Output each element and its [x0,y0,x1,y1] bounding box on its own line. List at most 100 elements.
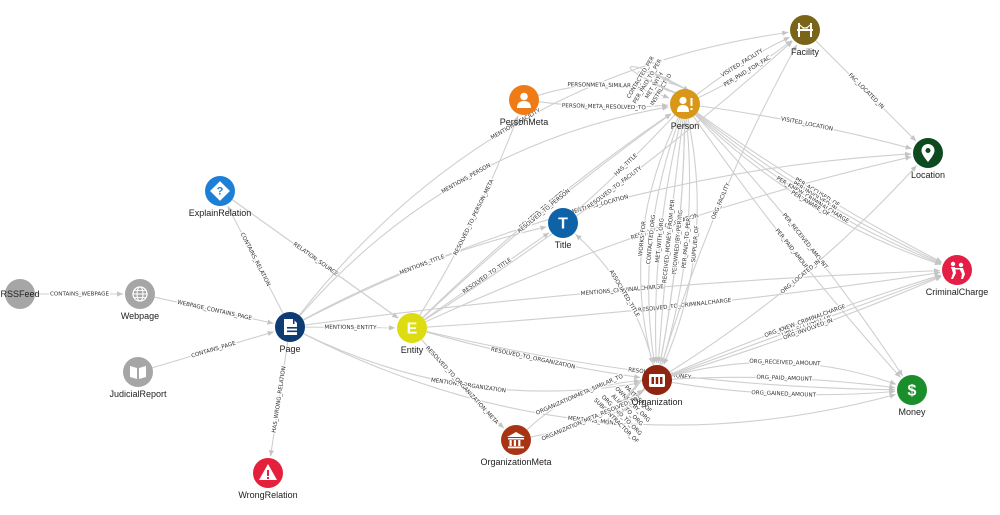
edge-line [653,118,682,364]
edge-label: VISITED_LOCATION [780,116,833,132]
node-circle [942,255,972,285]
edge-mentions-criminalcharge[interactable]: MENTIONS_CRIMINALCHARGEMENTIONS_CRIMINAL… [304,268,941,326]
edge-per-knew-criminalcharge[interactable]: PER_KNEW_CRIMINALCHARGEPER_KNEW_CRIMINAL… [695,113,942,265]
edge-label: ORG_PAID_AMOUNT [756,375,813,383]
edge-label-halo: PERSONMETA_SIMILAR_TO [567,82,642,89]
edge-label: HAS_WRONG_RELATION [272,366,288,433]
svg-text:T: T [558,216,568,233]
edge-line [304,268,941,326]
edge-line [693,116,901,378]
person-alert-icon [677,96,693,112]
edge-label: CONTACTED_ORG [646,214,657,264]
edge-label: OWNED_BY_PER [673,220,684,266]
node-label: CriminalCharge [926,287,989,297]
node-page[interactable]: Page [275,312,305,354]
node-label: WrongRelation [238,490,297,500]
edge-label: MENTIONS_ENTITY [324,325,377,331]
node-label: Location [911,170,945,180]
node-circle [5,279,35,309]
bank-icon [507,432,525,449]
edge-line [696,112,943,263]
edge-line [656,118,684,364]
edge-label-halo: MENTIONS_ENTITY [324,325,377,331]
node-organization-meta[interactable]: OrganizationMeta [480,425,552,467]
edge-line [299,105,669,317]
arrest-icon [950,261,965,279]
edge-line [154,296,274,325]
node-label: Entity [401,345,424,355]
globe-icon [132,286,148,302]
node-person-meta[interactable]: PersonMeta [500,85,549,127]
edge-line [231,199,399,319]
edge-label: CONTAINS_WEBPAGE [50,292,109,298]
svg-text:?: ? [217,186,224,198]
node-facility[interactable]: Facility [790,15,820,57]
node-label: Webpage [121,311,159,321]
node-criminal-charge[interactable]: CriminalCharge [926,255,989,297]
edge-label: MENTIONS_MONEY [568,416,622,427]
edge-line [671,376,896,390]
node-title[interactable]: T Title [548,208,578,250]
node-money[interactable]: $Money [897,375,927,417]
edge-label: PER_PAID_TO_PER [682,218,693,269]
edge-label: ORG_GAINED_AMOUNT [751,390,817,399]
node-explain-relation[interactable]: ?ExplainRelation [189,176,252,218]
node-label: Title [555,240,572,250]
node-label: JudicialReport [109,389,167,399]
edge-label: WEBPAGE_CONTAINS_PAGE [176,300,252,322]
edge-line [670,275,942,376]
edge-label: ORG_RECEIVED_AMOUNT [749,359,821,368]
edge-line [538,101,669,109]
edge-label: RESOLVED_TO_CRIMINALCHARGE [638,298,732,314]
edge-label: FAC_LOCATED_IN [847,73,885,111]
node-judicial-report[interactable]: JudicialReport [109,357,167,399]
edge-line [698,40,792,99]
node-webpage[interactable]: Webpage [121,279,159,321]
edge-label-halo: ORG_RECEIVED_AMOUNT [749,359,821,368]
edge-line [670,274,941,375]
edge-line [526,378,641,431]
node-person[interactable]: Person [670,89,700,131]
node-circle [123,357,153,387]
document-icon [284,319,297,335]
edge-webpage-contains-page[interactable]: WEBPAGE_CONTAINS_PAGEWEBPAGE_CONTAINS_PA… [154,296,274,325]
edge-line [815,40,917,142]
edge-label: MET_WITH_ORG [655,218,666,263]
edge-line [422,113,672,319]
node-rssfeed[interactable]: RSSFeed [0,279,40,309]
node-label: Person [671,121,700,131]
edge-line [695,113,942,265]
edge-person-meta-resolved-to[interactable]: PERSON_META_RESOLVED_TOPERSON_META_RESOL… [538,101,669,113]
edge-line [268,341,289,457]
edge-line [694,114,904,377]
node-wrong-relation[interactable]: WrongRelation [238,458,298,500]
node-location[interactable]: Location [911,138,945,180]
edge-personmeta-similar-to[interactable]: PERSONMETA_SIMILAR_TOPERSONMETA_SIMILAR_… [538,81,670,99]
edge-line [629,66,690,95]
edge-label: RESOLVED_TO_ORGANIZATION [490,347,575,371]
node-organization[interactable]: Organization [631,365,683,407]
edge-label: PERSONMETA_SIMILAR_TO [567,82,642,89]
